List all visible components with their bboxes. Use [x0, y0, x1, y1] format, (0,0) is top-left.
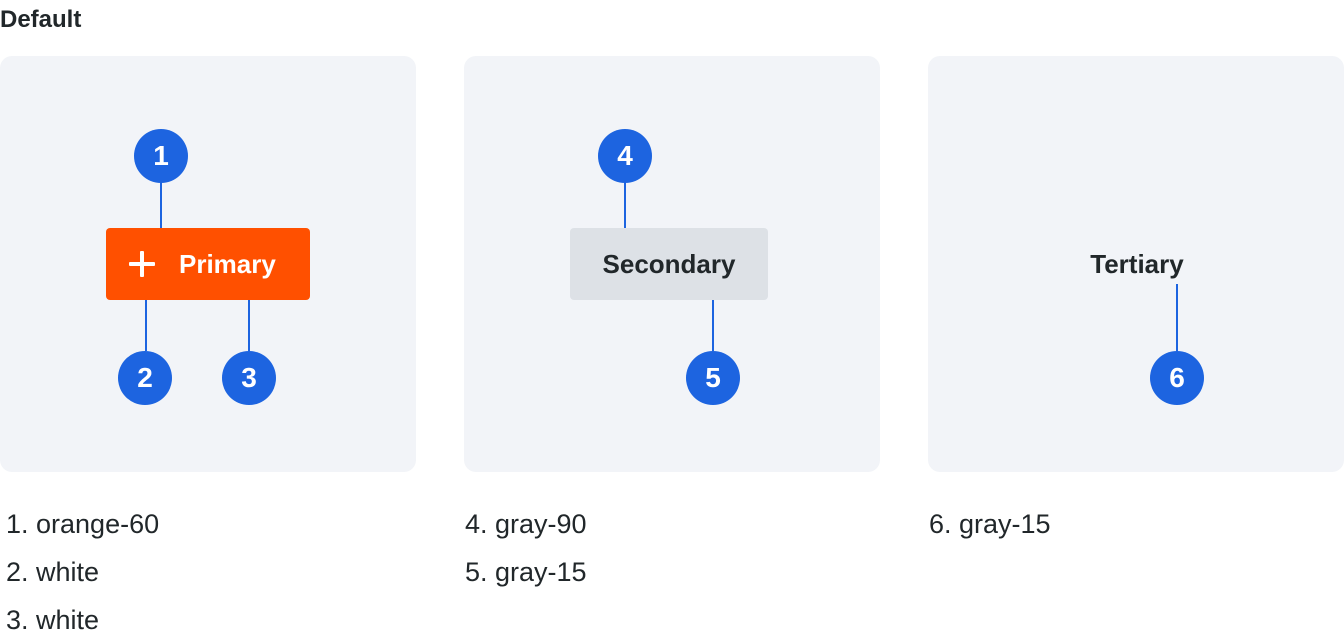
tertiary-button-card: Tertiary 6 — [928, 56, 1344, 472]
section-heading: Default — [0, 6, 82, 33]
callout-marker-2: 2 — [118, 351, 172, 405]
legend-item: 3. white — [6, 605, 100, 635]
legend-item: 1. orange-60 — [6, 509, 160, 539]
primary-legend: 1. orange-60 2. white 3. white — [6, 500, 159, 644]
callout-line-3 — [248, 282, 250, 351]
callout-line-4 — [624, 180, 626, 228]
callout-marker-5: 5 — [686, 351, 740, 405]
callout-line-2 — [145, 300, 147, 351]
tertiary-button[interactable]: Tertiary — [1090, 249, 1184, 279]
callout-marker-4: 4 — [598, 129, 652, 183]
secondary-button-card: Secondary 4 5 — [464, 56, 880, 472]
callout-marker-6: 6 — [1150, 351, 1204, 405]
tertiary-legend: 6. gray-15 — [929, 500, 1051, 548]
legend-item: 5. gray-15 — [465, 557, 587, 587]
primary-button-card: Primary 1 2 3 — [0, 56, 416, 472]
secondary-legend: 4. gray-90 5. gray-15 — [465, 500, 587, 596]
primary-button[interactable]: Primary — [106, 228, 310, 300]
callout-line-5 — [712, 284, 714, 351]
legend-item: 6. gray-15 — [929, 509, 1051, 539]
secondary-button[interactable]: Secondary — [570, 228, 768, 300]
legend-item: 2. white — [6, 557, 100, 587]
callout-line-1 — [160, 180, 162, 228]
primary-button-label: Primary — [179, 249, 276, 279]
plus-icon — [129, 251, 155, 277]
callout-marker-3: 3 — [222, 351, 276, 405]
callout-line-6 — [1176, 284, 1178, 351]
legend-item: 4. gray-90 — [465, 509, 587, 539]
callout-marker-1: 1 — [134, 129, 188, 183]
